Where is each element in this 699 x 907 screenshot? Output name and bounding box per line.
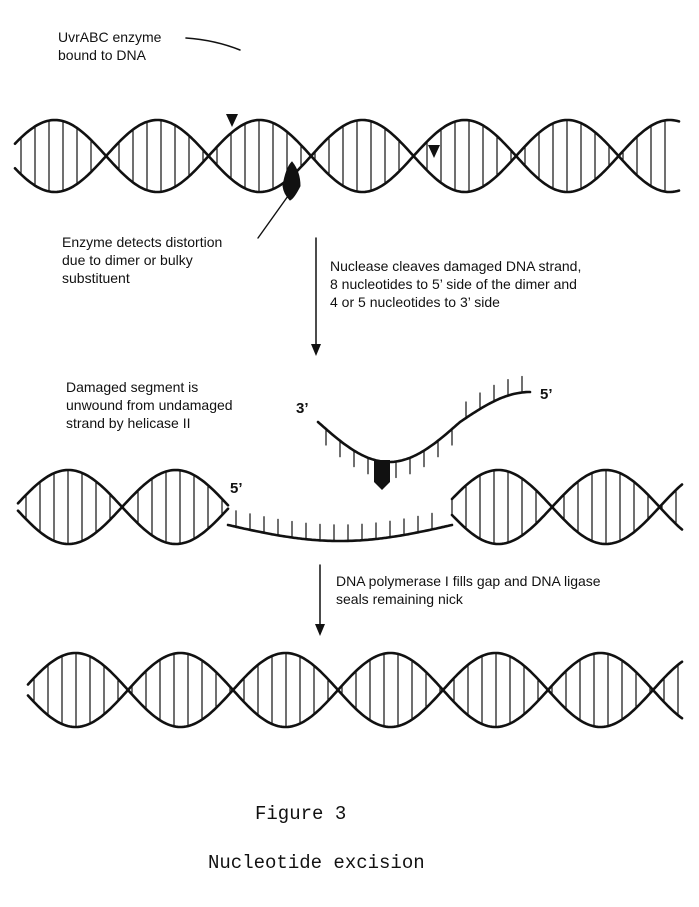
three-prime-end-label: 3’ (296, 400, 309, 417)
dna-strand-b-right (450, 468, 684, 546)
polymerase-step-label: DNA polymerase I fills gap and DNA ligas… (336, 573, 601, 607)
dna-strand-b (26, 651, 684, 729)
dimer-enzyme-blob (282, 161, 301, 201)
enzyme-pointer-line (185, 37, 241, 51)
undamaged-single-strand (226, 523, 454, 543)
dna-strand-a-left (16, 468, 230, 546)
dna-strand-b (13, 118, 681, 194)
base-pair-rungs (20, 119, 666, 193)
gap-five-prime-label: 5’ (230, 480, 243, 497)
figure-number: Figure 3 (255, 803, 347, 825)
base-pair-rungs-right (451, 469, 677, 545)
nuclease-step-label: Nuclease cleaves damaged DNA strand, 8 n… (330, 258, 582, 310)
dna-strand-a-right (450, 468, 684, 546)
dna-helix-repaired (26, 651, 684, 729)
enzyme-label: UvrABC enzyme bound to DNA (58, 29, 162, 63)
detects-pointer-line (257, 195, 289, 239)
dna-helix-with-gap (16, 468, 684, 546)
five-prime-end-label: 5’ (540, 386, 553, 403)
dna-strand-b-left (16, 468, 230, 546)
cut-markers-and-arrows (226, 114, 440, 636)
figure-title: Nucleotide excision (208, 852, 425, 874)
base-pair-rungs (33, 652, 679, 728)
exposed-bases (235, 510, 433, 542)
step-arrow-1-head (311, 344, 321, 356)
step-arrow-2-head (315, 624, 325, 636)
cut-site-marker-5prime (226, 114, 238, 127)
dna-helix-with-enzyme (13, 37, 681, 239)
dna-strand-a (26, 651, 684, 729)
excised-strand-bases (325, 375, 523, 479)
base-pair-rungs-left (25, 469, 223, 545)
dna-strand-a (13, 118, 681, 194)
cut-site-marker-3prime (428, 145, 440, 158)
excised-damaged-strand (316, 375, 532, 490)
dimer-marker (374, 460, 390, 490)
detects-distortion-label: Enzyme detects distortion due to dimer o… (62, 234, 223, 286)
helicase-step-label: Damaged segment is unwound from undamage… (66, 379, 233, 431)
